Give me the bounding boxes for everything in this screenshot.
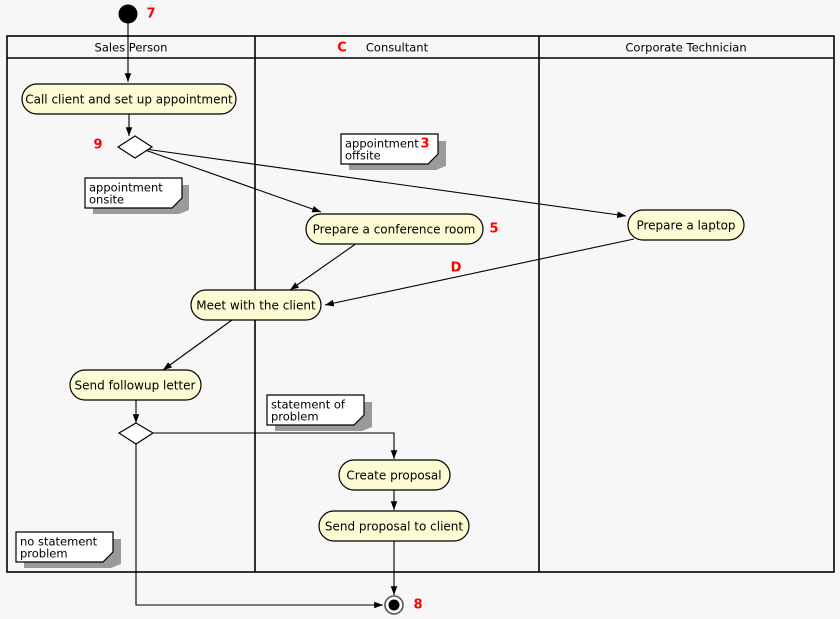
note-no-statement-problem: no statement problem (15, 531, 121, 568)
note-no-statement-line2: problem (20, 547, 68, 561)
note-appointment-offsite: appointment offsite 3 (340, 133, 446, 170)
decision-diamond-bottom (117, 422, 155, 445)
activity-box-create-proposal[interactable] (338, 459, 451, 491)
flow-edges (124, 23, 635, 609)
activity-label-create-proposal: Create proposal (346, 469, 441, 483)
note-statement-line2: problem (271, 410, 319, 424)
note-shape-statement (266, 394, 365, 426)
marker-label-note-offsite: 3 (420, 137, 429, 152)
activity-call-client[interactable]: Call client and set up appointment (21, 83, 237, 115)
note-shape-offsite (340, 133, 439, 165)
activity-label-send-proposal-to-client: Send proposal to client (325, 520, 463, 534)
activity-box-send-proposal-to-client[interactable] (318, 510, 470, 542)
swimlane-frame (6, 35, 835, 573)
marker-label-lane-consultant: C (337, 41, 347, 56)
note-shape-onsite (84, 177, 183, 209)
activity-box-prepare-laptop[interactable] (627, 209, 745, 241)
initial-node-circle (118, 4, 138, 24)
activity-label-prepare-laptop: Prepare a laptop (636, 219, 735, 233)
activity-box-meet-with-client[interactable] (190, 289, 322, 321)
edge-decision-no-statement-to-end (135, 444, 383, 609)
edge-prepare-conference-room-to-meet (289, 242, 358, 291)
note-statement-of-problem: statement of problem (266, 394, 372, 431)
activity-box-prepare-conference-room[interactable] (305, 213, 484, 245)
note-no-statement-line1: no statement (20, 535, 98, 549)
swimlane-title-consultant: Consultant (366, 41, 429, 55)
note-statement-line1: statement of (271, 398, 346, 412)
marker-label-decision-top: 9 (93, 138, 102, 153)
marker-label-start: 7 (146, 7, 155, 22)
swimlane-title-corporate-technician: Corporate Technician (625, 41, 746, 55)
final-node-inner-disc (388, 599, 400, 611)
edge-decision-to-prepare-conference-room (144, 149, 322, 213)
swimlane-outer-border (6, 35, 835, 573)
activity-label-call-client: Call client and set up appointment (25, 93, 233, 107)
swimlane-titles: Sales Person Consultant Corporate Techni… (95, 41, 747, 56)
activity-send-followup-letter[interactable]: Send followup letter (69, 369, 202, 401)
activity-send-proposal-to-client[interactable]: Send proposal to client (318, 510, 470, 542)
activity-prepare-laptop[interactable]: Prepare a laptop (627, 209, 745, 241)
activity-meet-with-client[interactable]: Meet with the client D (190, 261, 462, 321)
initial-node: 7 (118, 4, 156, 24)
note-offsite-line2: offsite (345, 149, 381, 163)
decision-node-statement (117, 422, 155, 445)
marker-label-prepare-conference-room: 5 (489, 222, 498, 237)
edge-decision-to-prepare-laptop (144, 148, 627, 219)
note-shape-no-statement (15, 531, 114, 563)
activity-box-call-client[interactable] (21, 83, 237, 115)
activity-box-send-followup-letter[interactable] (69, 369, 202, 401)
edge-prepare-laptop-to-meet (324, 238, 635, 307)
final-node: 8 (384, 595, 423, 615)
marker-label-end: 8 (413, 598, 422, 613)
activity-label-send-followup-letter: Send followup letter (75, 379, 196, 393)
edge-decision-to-create-proposal (152, 432, 398, 459)
marker-label-edge-laptop-meet: D (451, 261, 462, 276)
decision-node-appointment: 9 (93, 135, 154, 159)
edge-meet-to-send-followup-letter (162, 319, 233, 371)
activity-label-prepare-conference-room: Prepare a conference room (313, 223, 476, 237)
note-onsite-line2: onsite (89, 193, 124, 207)
activity-create-proposal[interactable]: Create proposal (338, 459, 451, 491)
activity-prepare-conference-room[interactable]: Prepare a conference room 5 (305, 213, 499, 245)
note-onsite-line1: appointment (89, 181, 163, 195)
note-offsite-line1: appointment (345, 137, 419, 151)
note-appointment-onsite: appointment onsite (84, 177, 189, 214)
activity-label-meet-with-client: Meet with the client (196, 299, 316, 313)
swimlane-title-sales-person: Sales Person (95, 41, 168, 55)
decision-diamond-top (116, 135, 154, 159)
